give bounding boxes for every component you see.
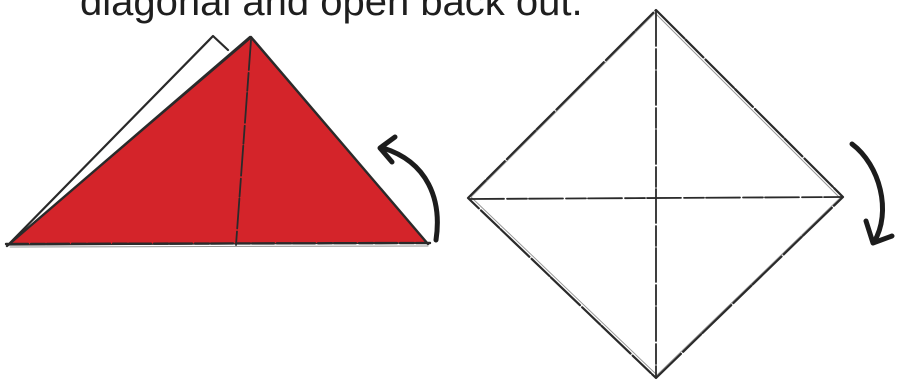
red-triangle-paper (8, 38, 427, 245)
triangle-base-edge-double (10, 246, 428, 247)
folded-triangle (6, 36, 430, 247)
horizontal-crease-line (470, 197, 843, 199)
triangle-base-edge (6, 243, 430, 244)
curved-arrow-down-icon (852, 144, 892, 243)
open-square-diamond (468, 10, 843, 378)
